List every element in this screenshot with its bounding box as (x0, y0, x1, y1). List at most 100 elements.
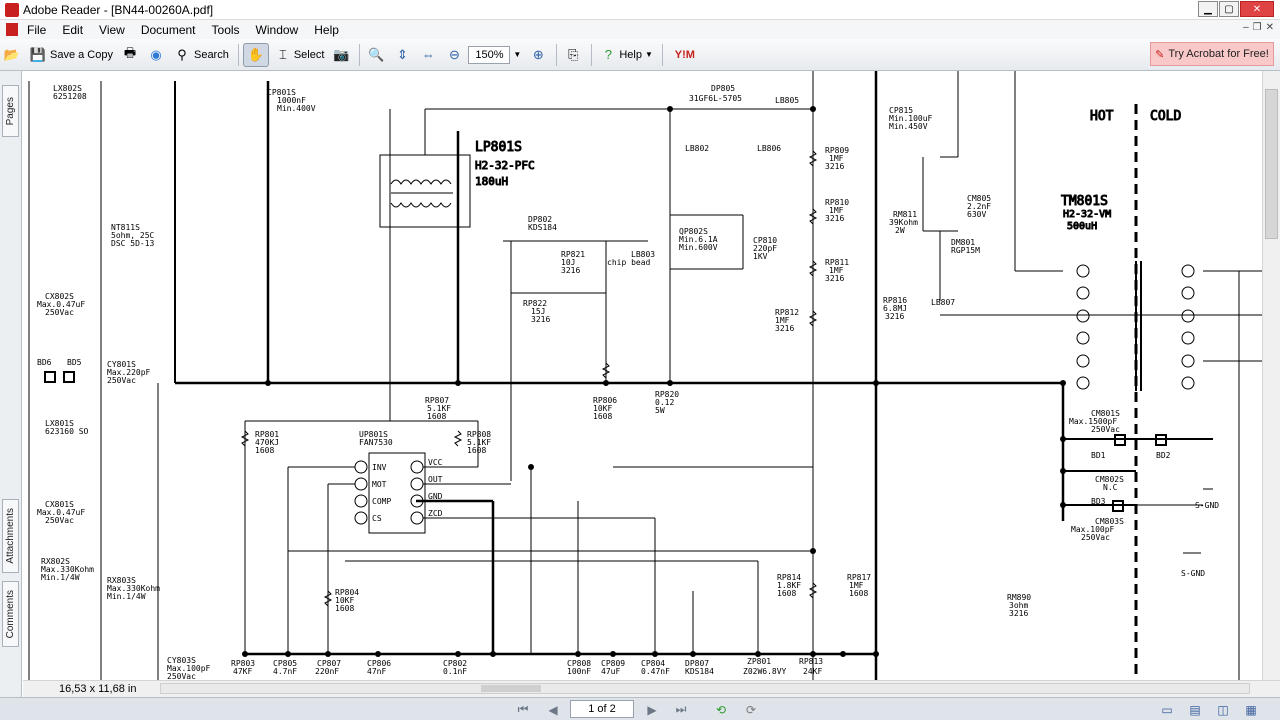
lp801s-label: LP801S (475, 140, 522, 155)
component-label: RP813 (799, 657, 823, 666)
try-acrobat-label: Try Acrobat for Free! (1168, 48, 1269, 60)
component-label: CM803S (1095, 517, 1124, 526)
tab-pages[interactable]: Pages (2, 85, 19, 137)
component-label: FAN7530 (359, 438, 393, 447)
component-label: RP811 (825, 258, 849, 267)
menu-help[interactable]: Help (314, 22, 339, 37)
zoom-level-field[interactable]: 150% (468, 45, 511, 64)
component-label: Max.330Kohm (41, 565, 94, 574)
go-back-icon[interactable]: ⟲ (715, 702, 727, 717)
first-page-button[interactable]: ⏮ (517, 702, 529, 716)
hand-tool-button[interactable]: ✋ (242, 42, 269, 67)
fit-width-button[interactable]: ⇔ (416, 43, 440, 67)
continuous-view-button[interactable]: ▤ (1189, 702, 1201, 717)
component-label: 6.8MJ (883, 304, 907, 313)
component-label: RP803 (231, 659, 255, 668)
single-page-view-button[interactable]: ▭ (1161, 702, 1173, 717)
doc-restore-button[interactable]: ❐ (1252, 22, 1262, 33)
menu-window[interactable]: Window (255, 22, 299, 37)
binoculars-icon: ⚲ (177, 46, 187, 62)
component-label: GND (428, 492, 443, 501)
cursor-icon: ⌶ (278, 46, 287, 62)
menu-view[interactable]: View (99, 22, 125, 37)
fit-width-icon: ⇔ (421, 47, 435, 62)
component-label: CP801S (267, 88, 296, 97)
page-navigation-bar: ⏮ ◀ 1 of 2 ▶ ⏭ ⟲ ⟳ ▭ ▤ ◫ ▦ (0, 697, 1280, 720)
open-button[interactable]: 📂 (0, 43, 24, 67)
last-page-button[interactable]: ⏭ (675, 702, 687, 716)
help-button[interactable]: ? Help ▼ (596, 43, 656, 67)
tab-comments[interactable]: Comments (2, 581, 19, 647)
page-number-field[interactable]: 1 of 2 (570, 700, 634, 718)
zoom-in-tool-button[interactable]: 🔍 (364, 43, 388, 67)
component-label: RX803S (107, 576, 136, 585)
component-label: 623160 SO (45, 427, 89, 436)
component-label: 1KV (753, 252, 768, 261)
title-bar: Adobe Reader - [BN44-00260A.pdf] ▁ ▢ ✕ (0, 0, 1280, 20)
document-view[interactable]: HOT COLD LP801S H2-32-PFC 180uH TM801S H… (23, 71, 1262, 680)
schematic-drawing: HOT COLD LP801S H2-32-PFC 180uH TM801S H… (28, 71, 1262, 680)
tab-attachments[interactable]: Attachments (2, 499, 19, 573)
continuous-facing-view-button[interactable]: ▦ (1245, 702, 1257, 717)
print-button[interactable]: 🖶 (118, 43, 142, 67)
component-label: N.C (1103, 483, 1118, 492)
menu-tools[interactable]: Tools (211, 22, 240, 37)
component-label: 39Kohm (889, 218, 918, 227)
component-label: Max.0.47uF (37, 508, 85, 517)
menu-edit[interactable]: Edit (62, 22, 84, 37)
zoom-dropdown[interactable]: ▼ (510, 43, 524, 67)
maximize-button[interactable]: ▢ (1219, 1, 1239, 17)
doc-minimize-button[interactable]: – (1243, 22, 1249, 33)
component-label: 3ohm (1009, 601, 1028, 610)
zoom-out-button[interactable]: ⊖ (442, 43, 466, 67)
bd5-component (63, 371, 75, 383)
component-label: 47KF (233, 667, 252, 676)
component-label: DM801 (951, 238, 975, 247)
horizontal-scrollbar[interactable] (160, 683, 1250, 694)
next-page-button[interactable]: ▶ (647, 702, 657, 717)
bd3-component (1112, 500, 1124, 512)
component-label: CP807 (317, 659, 341, 668)
toolbar-separator (591, 43, 593, 66)
previous-page-button[interactable]: ◀ (548, 702, 558, 717)
vertical-scroll-thumb[interactable] (1265, 89, 1278, 239)
yahoo-button[interactable]: Y!M (667, 43, 703, 67)
minimize-button[interactable]: ▁ (1198, 1, 1218, 17)
menu-file[interactable]: File (27, 22, 47, 37)
zoom-in-button[interactable]: ⊕ (526, 43, 550, 67)
component-label: 3216 (885, 312, 904, 321)
horizontal-scroll-thumb[interactable] (481, 685, 541, 692)
component-label: 10KF (593, 404, 612, 413)
component-label: CP805 (273, 659, 297, 668)
component-label: LB805 (775, 96, 799, 105)
component-label: 1MF (829, 154, 844, 163)
zoom-in-icon: ⊕ (532, 46, 544, 62)
lp801s-box (379, 154, 471, 228)
component-label: LB807 (931, 298, 955, 307)
menu-document[interactable]: Document (140, 22, 196, 37)
snapshot-button[interactable]: 📷 (329, 43, 353, 67)
component-label: 1MF (829, 266, 844, 275)
select-tool-button[interactable]: ⌶ Select (271, 43, 328, 67)
component-label: 1608 (593, 412, 612, 421)
rotate-button[interactable]: ⎘ (561, 43, 585, 67)
try-acrobat-button[interactable]: ✎ Try Acrobat for Free! (1150, 42, 1274, 66)
component-label: 1608 (467, 446, 486, 455)
doc-close-button[interactable]: ✕ (1265, 22, 1274, 33)
component-label: CY801S (107, 360, 136, 369)
search-button[interactable]: ⚲ Search (170, 43, 232, 67)
vertical-scrollbar[interactable] (1262, 71, 1280, 680)
close-button[interactable]: ✕ (1240, 1, 1274, 17)
save-copy-button[interactable]: 💾 Save a Copy (26, 43, 116, 67)
zoom-out-icon: ⊖ (448, 46, 460, 62)
actual-size-button[interactable]: ⇕ (390, 43, 414, 67)
component-label: RP804 (335, 588, 359, 597)
toolbar-separator (359, 43, 361, 66)
bd1-component (1114, 434, 1126, 446)
menu-bar: File Edit View Document Tools Window Hel… (0, 20, 1280, 39)
go-forward-icon[interactable]: ⟳ (745, 702, 757, 717)
page-size-label: 16,53 x 11,68 in (59, 683, 137, 695)
facing-view-button[interactable]: ◫ (1217, 702, 1229, 717)
email-button[interactable]: ◉ (144, 43, 168, 67)
